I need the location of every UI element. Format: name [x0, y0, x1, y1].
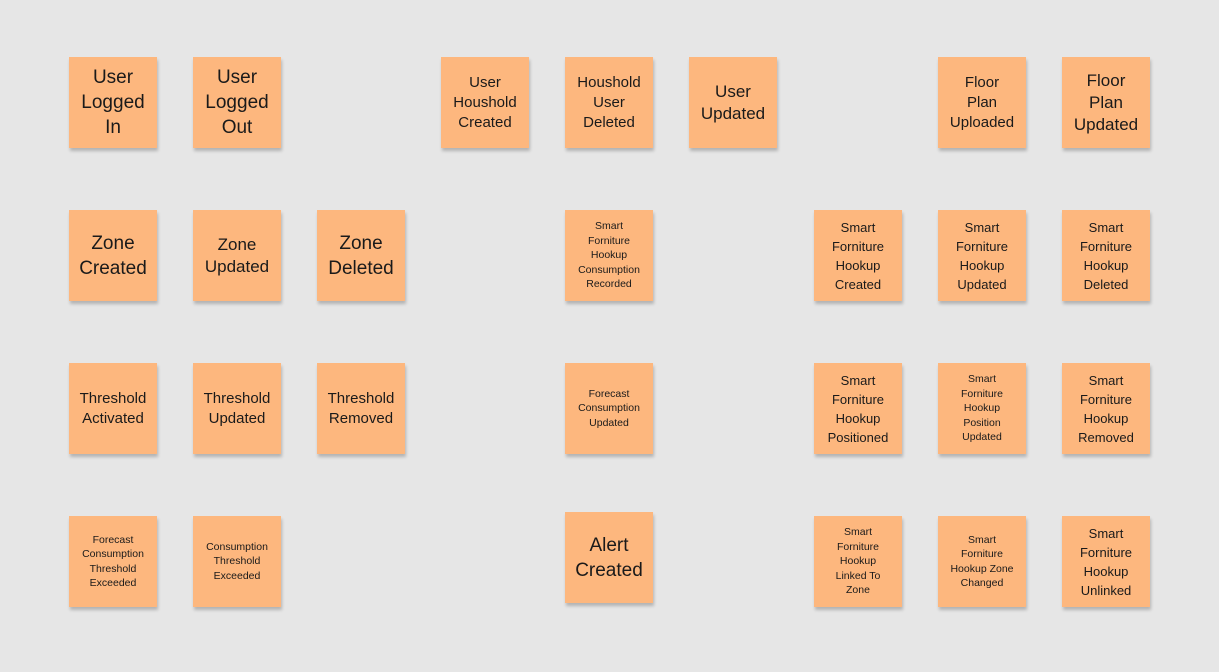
sticky-note-forecast-consumption-threshold-exceeded[interactable]: Forecast Consumption Threshold Exceeded	[69, 516, 157, 607]
sticky-note-hookup-unlinked[interactable]: Smart Forniture Hookup Unlinked	[1062, 516, 1150, 607]
sticky-note-text: Smart Forniture Hookup Positioned	[827, 372, 889, 445]
sticky-note-zone-created[interactable]: Zone Created	[69, 210, 157, 301]
sticky-note-text: Houshold User Deleted	[577, 73, 641, 131]
sticky-note-zone-updated[interactable]: Zone Updated	[193, 210, 281, 301]
sticky-note-text: User Logged In	[81, 67, 145, 138]
sticky-note-text: Smart Forniture Hookup Removed	[1078, 372, 1134, 445]
sticky-note-text: Smart Forniture Hookup Zone Changed	[950, 533, 1014, 590]
sticky-note-text: Zone Deleted	[328, 232, 394, 279]
sticky-note-threshold-removed[interactable]: Threshold Removed	[317, 363, 405, 454]
sticky-note-text: Alert Created	[575, 534, 643, 581]
sticky-note-text: Smart Forniture Hookup Deleted	[1079, 219, 1133, 292]
sticky-note-text: User Logged Out	[205, 67, 269, 138]
sticky-note-threshold-activated[interactable]: Threshold Activated	[69, 363, 157, 454]
sticky-note-text: Forecast Consumption Threshold Exceeded	[82, 533, 144, 590]
sticky-note-text: Forecast Consumption Updated	[578, 387, 640, 429]
sticky-note-hookup-consumption-recorded[interactable]: Smart Forniture Hookup Consumption Recor…	[565, 210, 653, 301]
sticky-note-houshold-user-deleted[interactable]: Houshold User Deleted	[565, 57, 653, 148]
sticky-note-user-houshold-created[interactable]: User Houshold Created	[441, 57, 529, 148]
sticky-note-text: User Houshold Created	[453, 73, 517, 131]
sticky-note-text: Threshold Removed	[327, 389, 395, 427]
sticky-note-user-logged-in[interactable]: User Logged In	[69, 57, 157, 148]
sticky-note-user-updated[interactable]: User Updated	[689, 57, 777, 148]
sticky-note-floor-plan-uploaded[interactable]: Floor Plan Uploaded	[938, 57, 1026, 148]
sticky-note-forecast-consumption-updated[interactable]: Forecast Consumption Updated	[565, 363, 653, 454]
sticky-note-zone-deleted[interactable]: Zone Deleted	[317, 210, 405, 301]
sticky-note-text: Smart Forniture Hookup Unlinked	[1079, 525, 1133, 598]
sticky-note-threshold-updated[interactable]: Threshold Updated	[193, 363, 281, 454]
sticky-note-text: Threshold Updated	[203, 389, 271, 427]
sticky-note-consumption-threshold-exceeded[interactable]: Consumption Threshold Exceeded	[193, 516, 281, 607]
sticky-note-text: Smart Forniture Hookup Created	[831, 219, 885, 292]
sticky-note-text: Smart Forniture Hookup Linked To Zone	[835, 526, 881, 597]
sticky-note-text: User Updated	[700, 81, 766, 123]
sticky-note-hookup-zone-changed[interactable]: Smart Forniture Hookup Zone Changed	[938, 516, 1026, 607]
sticky-note-text: Floor Plan Updated	[1073, 70, 1139, 134]
sticky-note-floor-plan-updated[interactable]: Floor Plan Updated	[1062, 57, 1150, 148]
sticky-note-hookup-created[interactable]: Smart Forniture Hookup Created	[814, 210, 902, 301]
sticky-note-hookup-deleted[interactable]: Smart Forniture Hookup Deleted	[1062, 210, 1150, 301]
sticky-note-hookup-updated[interactable]: Smart Forniture Hookup Updated	[938, 210, 1026, 301]
sticky-note-text: Consumption Threshold Exceeded	[206, 540, 268, 582]
sticky-note-hookup-linked-to-zone[interactable]: Smart Forniture Hookup Linked To Zone	[814, 516, 902, 607]
sticky-note-text: Smart Forniture Hookup Updated	[955, 219, 1009, 292]
sticky-note-hookup-position-updated[interactable]: Smart Forniture Hookup Position Updated	[938, 363, 1026, 454]
sticky-note-hookup-removed[interactable]: Smart Forniture Hookup Removed	[1062, 363, 1150, 454]
sticky-note-text: Zone Created	[79, 232, 147, 279]
sticky-note-user-logged-out[interactable]: User Logged Out	[193, 57, 281, 148]
sticky-note-text: Threshold Activated	[79, 389, 147, 427]
sticky-note-hookup-positioned[interactable]: Smart Forniture Hookup Positioned	[814, 363, 902, 454]
sticky-note-text: Floor Plan Uploaded	[949, 73, 1015, 131]
sticky-note-text: Smart Forniture Hookup Position Updated	[960, 373, 1003, 444]
sticky-note-alert-created[interactable]: Alert Created	[565, 512, 653, 603]
sticky-note-text: Smart Forniture Hookup Consumption Recor…	[578, 220, 640, 291]
sticky-note-text: Zone Updated	[204, 234, 270, 276]
